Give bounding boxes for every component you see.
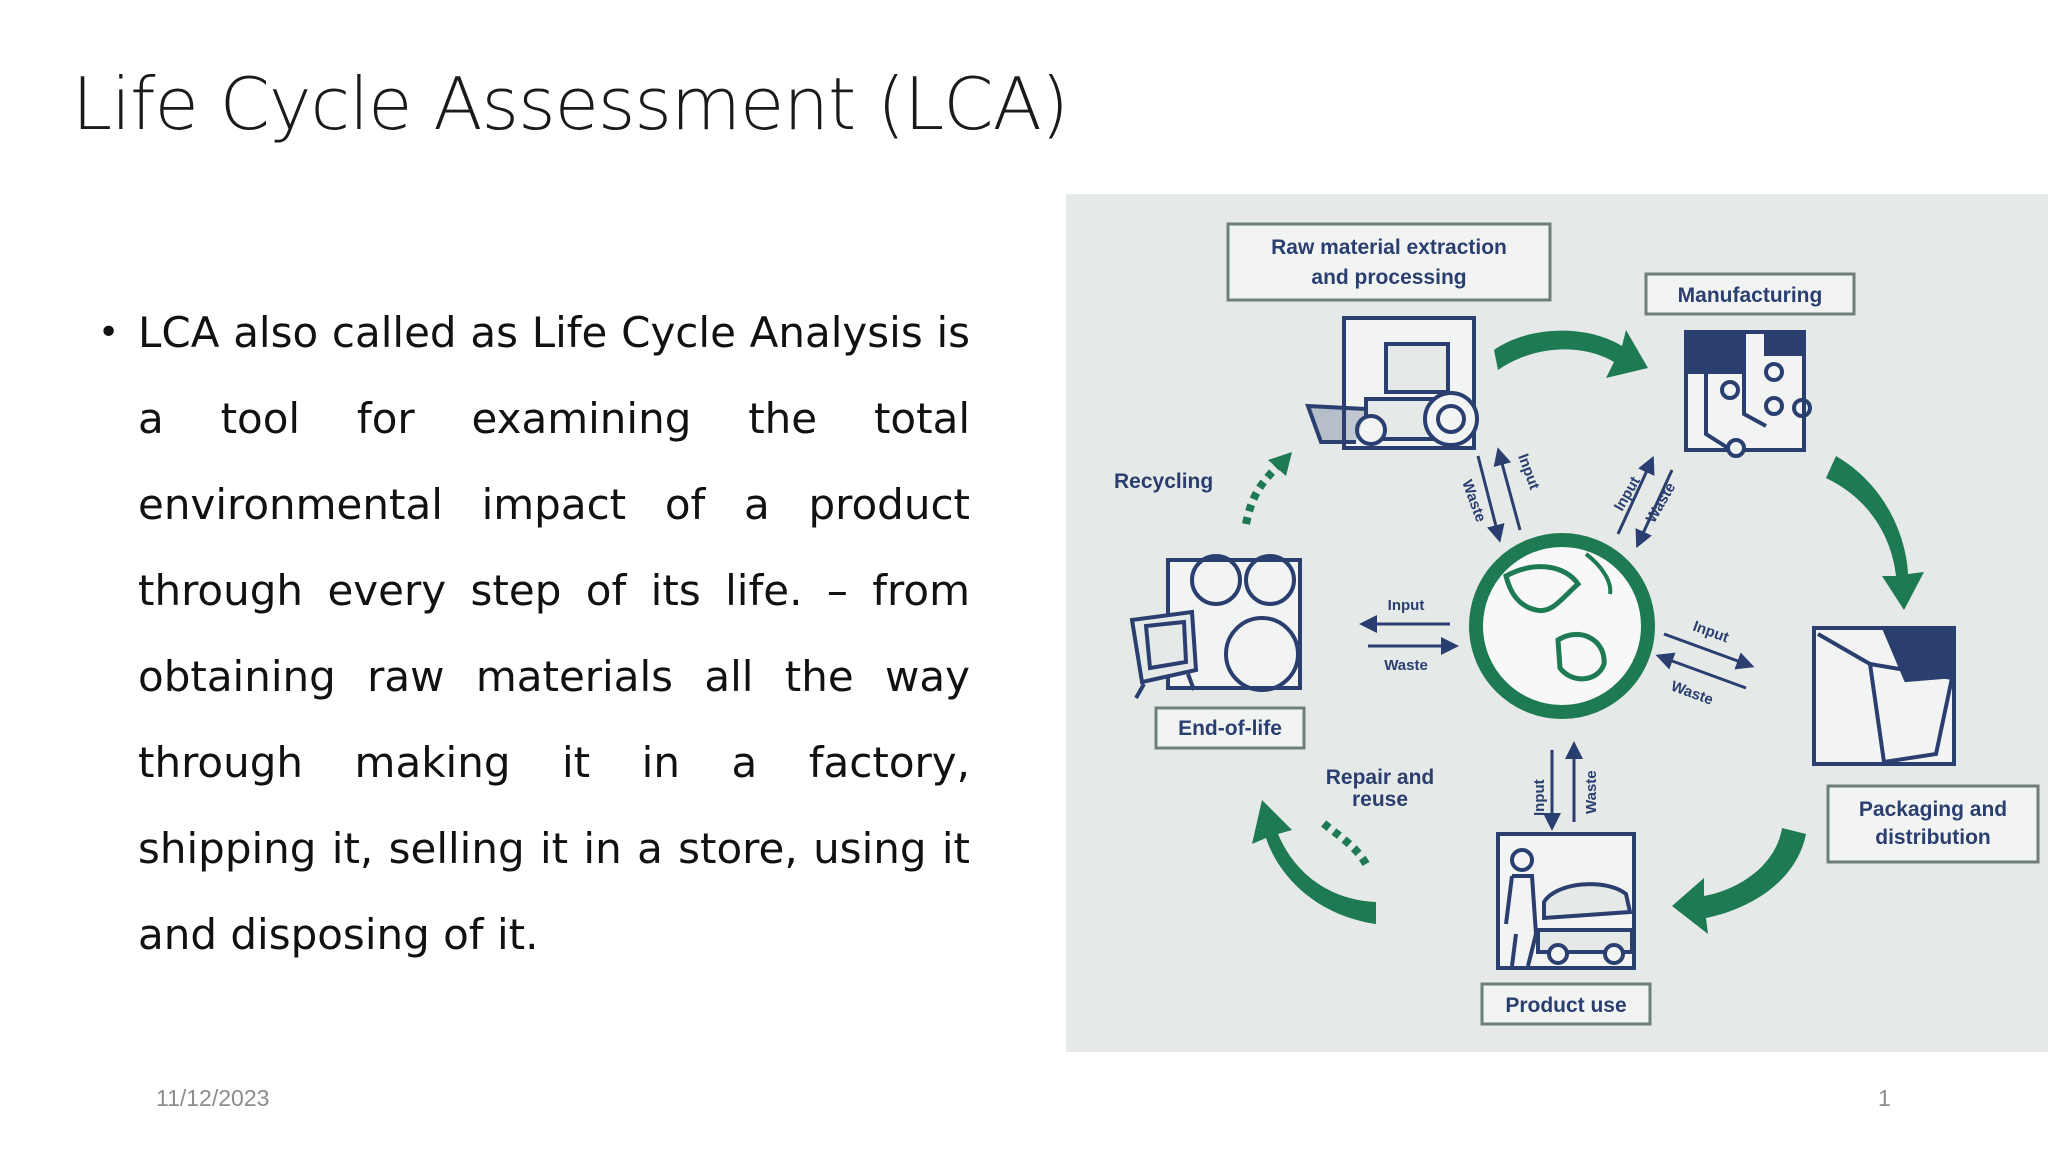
slide-title: Life Cycle Assessment (LCA) — [72, 62, 1069, 146]
bullet-text: LCA also called as Life Cycle Analysis i… — [138, 308, 970, 959]
recycling-label: Recycling — [1114, 470, 1213, 493]
packaging-label-line1: Packaging and — [1859, 798, 2007, 821]
flow-eol-globe: Input Waste — [1359, 597, 1459, 674]
flow-input-label: Input — [1531, 779, 1548, 816]
repair-reuse-label-line2: reuse — [1352, 788, 1408, 811]
cycle-arrow-pack-to-use-icon — [1672, 828, 1806, 934]
footer-date: 11/12/2023 — [156, 1085, 270, 1111]
flow-waste-label: Waste — [1669, 678, 1716, 709]
end-of-life-label-box: End-of-life — [1154, 706, 1306, 750]
cycle-arrows — [1252, 330, 1924, 934]
tyres-tv-icon — [1129, 554, 1302, 699]
cycle-arrow-mfg-to-pack-icon — [1826, 456, 1924, 610]
recycling-arrow-icon — [1242, 461, 1283, 525]
circuit-board-icon — [1684, 330, 1812, 458]
slide-body: • LCA also called as Life Cycle Analysis… — [98, 290, 970, 978]
repair-reuse-label-line1: Repair and — [1326, 766, 1435, 789]
bullet-dot-icon: • — [98, 312, 120, 353]
flow-input-label: Input — [1691, 618, 1731, 647]
repair-arrow-icon — [1319, 818, 1370, 867]
packaging-label-box: Packaging and distribution — [1826, 784, 2040, 864]
flow-waste-label: Waste — [1643, 480, 1680, 526]
raw-material-label-box: Raw material extraction and processing — [1226, 222, 1552, 302]
tractor-icon — [1305, 316, 1479, 450]
flow-use-globe: Input Waste — [1531, 741, 1600, 831]
raw-material-label-line1: Raw material extraction — [1271, 236, 1507, 259]
raw-material-label-line2: and processing — [1311, 266, 1466, 289]
end-of-life-label: End-of-life — [1178, 717, 1282, 740]
slide-number: 1 — [1878, 1085, 1891, 1111]
cycle-arrow-raw-to-mfg-icon — [1494, 330, 1648, 378]
flow-waste-label: Waste — [1384, 657, 1428, 674]
product-use-label-box: Product use — [1480, 982, 1652, 1026]
person-car-icon — [1496, 832, 1636, 970]
product-use-label: Product use — [1505, 994, 1626, 1017]
flow-waste-label: Waste — [1583, 770, 1600, 814]
manufacturing-label-box: Manufacturing — [1644, 272, 1856, 316]
packaging-label-line2: distribution — [1875, 826, 1990, 849]
package-box-icon — [1812, 626, 1956, 766]
lca-cycle-svg: Raw material extraction and processing M… — [1114, 222, 2040, 1026]
bullet-item: • LCA also called as Life Cycle Analysis… — [98, 290, 970, 978]
cycle-arrow-use-to-eol-icon — [1252, 800, 1376, 924]
flow-input-label: Input — [1514, 452, 1543, 492]
recycling-arrowhead-icon — [1268, 452, 1292, 476]
flow-input-label: Input — [1611, 474, 1644, 514]
globe-icon — [1469, 533, 1655, 719]
lca-cycle-diagram: Raw material extraction and processing M… — [1066, 194, 2048, 1052]
manufacturing-label: Manufacturing — [1678, 284, 1823, 307]
flow-pack-globe: Input Waste — [1655, 618, 1755, 709]
flow-raw-globe: Input Waste — [1458, 447, 1543, 543]
flow-input-label: Input — [1388, 597, 1425, 614]
flow-mfg-globe: Input Waste — [1611, 455, 1680, 549]
